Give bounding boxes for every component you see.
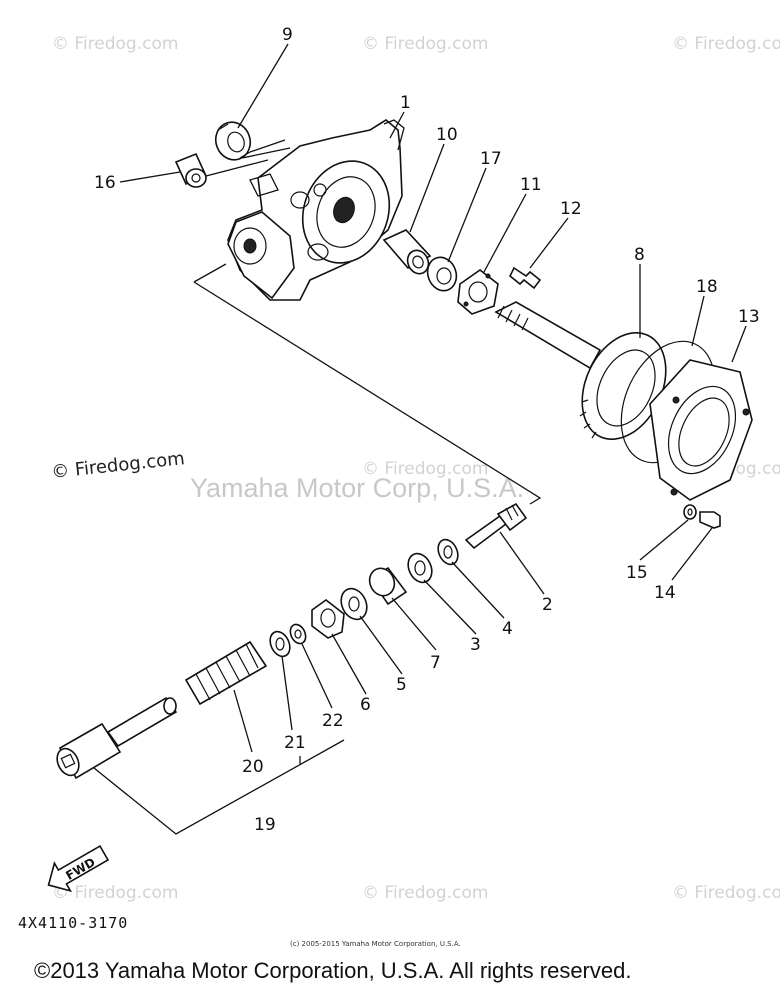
leader-2	[499, 531, 545, 595]
leader-10	[409, 143, 445, 233]
part-9-bearing	[214, 121, 252, 161]
label-part-6: 6	[360, 695, 371, 715]
leader-3	[423, 579, 477, 635]
label-part-21: 21	[284, 733, 306, 753]
leader-18	[691, 295, 705, 347]
label-part-20: 20	[242, 757, 264, 777]
leader-1	[389, 111, 405, 139]
part-16-bushing	[174, 152, 208, 188]
leader-6	[331, 633, 367, 695]
part-11-retainer-plate	[457, 269, 499, 315]
label-part-1: 1	[400, 93, 411, 113]
label-part-9: 9	[282, 25, 293, 45]
watermark-middle: © Firedog.com	[362, 459, 488, 479]
label-part-19: 19	[254, 815, 276, 835]
part-22-washer	[289, 623, 307, 645]
leader-7	[391, 597, 437, 651]
label-part-3: 3	[470, 635, 481, 655]
drive-shaft	[494, 301, 602, 370]
leader-5	[359, 615, 403, 675]
leader-16	[119, 171, 181, 183]
leader-15	[639, 519, 689, 561]
part-3-bearing	[407, 552, 433, 584]
fine-print: (c) 2005-2015 Yamaha Motor Corporation, …	[290, 940, 461, 948]
watermark-middle-left: © Firedog.com	[50, 448, 185, 483]
label-part-22: 22	[322, 711, 344, 731]
part-21-washer	[269, 630, 291, 658]
part-14-bolt	[699, 511, 721, 529]
leader-22	[301, 643, 333, 709]
label-part-2: 2	[542, 595, 553, 615]
label-part-15: 15	[626, 563, 648, 583]
leader-14	[671, 527, 713, 581]
diagram-code: 4X4110-3170	[18, 914, 128, 932]
watermark-top-left: © Firedog.com	[52, 34, 178, 54]
leader-12	[529, 217, 569, 269]
label-part-17: 17	[480, 149, 502, 169]
part-10-sleeve	[382, 229, 432, 275]
label-part-8: 8	[634, 245, 645, 265]
leader-9	[237, 43, 289, 129]
leader-21	[281, 655, 293, 731]
leader-4	[451, 561, 505, 619]
part-12-bolt	[508, 266, 542, 290]
yamaha-overlay-text: Yamaha Motor Corp, U.S.A.	[190, 473, 524, 503]
part-5-bearing	[340, 587, 368, 621]
label-part-11: 11	[520, 175, 542, 195]
leader-11	[483, 193, 527, 273]
label-part-10: 10	[436, 125, 458, 145]
part-8-ring-gear	[579, 331, 667, 441]
label-part-7: 7	[430, 653, 441, 673]
copyright-notice: ©2013 Yamaha Motor Corporation, U.S.A. A…	[34, 958, 631, 983]
part-2-pinion-gear	[464, 502, 528, 550]
watermark-bottom-middle: © Firedog.com	[362, 883, 488, 903]
watermark-bottom-left: © Firedog.com	[52, 883, 178, 903]
label-part-12: 12	[560, 199, 582, 219]
watermark-top-middle: © Firedog.com	[362, 34, 488, 54]
part-6-nut	[311, 599, 345, 639]
part-4-shim	[437, 538, 459, 566]
leader-13	[731, 325, 747, 363]
label-part-14: 14	[654, 583, 676, 603]
leader-20	[233, 689, 253, 753]
label-part-18: 18	[696, 277, 718, 297]
part-13-cover	[649, 359, 753, 501]
part-20-spring	[184, 640, 268, 706]
watermark-bottom-right: © Firedog.com	[672, 883, 780, 903]
label-part-16: 16	[94, 173, 116, 193]
label-part-5: 5	[396, 675, 407, 695]
part-1-gear-case	[227, 119, 405, 301]
part-7-collar	[368, 566, 408, 606]
part-15-washer	[683, 504, 697, 520]
part-17-bearing	[426, 256, 458, 292]
watermark-top-right: © Firedog.com	[672, 34, 780, 54]
part-19-shaft	[56, 696, 178, 780]
leader-17	[447, 167, 487, 263]
label-part-4: 4	[502, 619, 513, 639]
label-part-13: 13	[738, 307, 760, 327]
